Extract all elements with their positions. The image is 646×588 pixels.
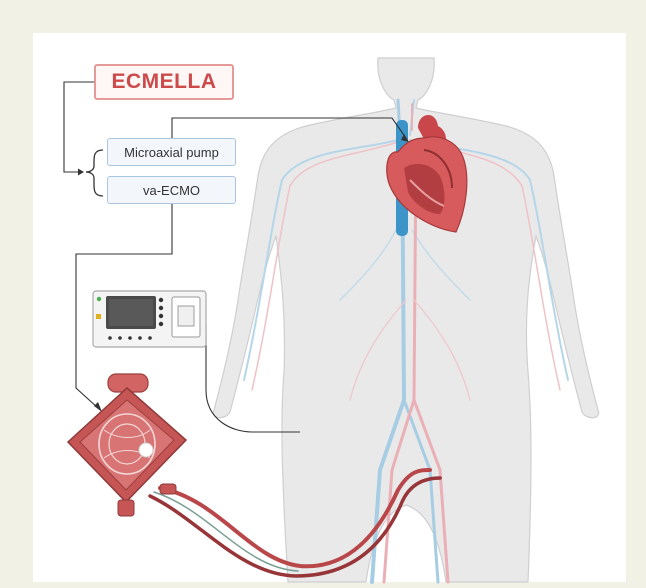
bracket-icon — [86, 150, 103, 196]
va-ecmo-box: va-ECMO — [107, 176, 236, 204]
va-ecmo-label: va-ECMO — [143, 183, 200, 198]
microaxial-pump-box: Microaxial pump — [107, 138, 236, 166]
ecmella-branch-line — [64, 82, 94, 172]
ecmella-title: ECMELLA — [112, 70, 217, 94]
ecmo-console-icon — [93, 291, 206, 347]
ecmella-title-box: ECMELLA — [94, 64, 234, 100]
microaxial-pump-label: Microaxial pump — [124, 145, 219, 160]
centrifugal-pump-icon — [68, 374, 186, 516]
